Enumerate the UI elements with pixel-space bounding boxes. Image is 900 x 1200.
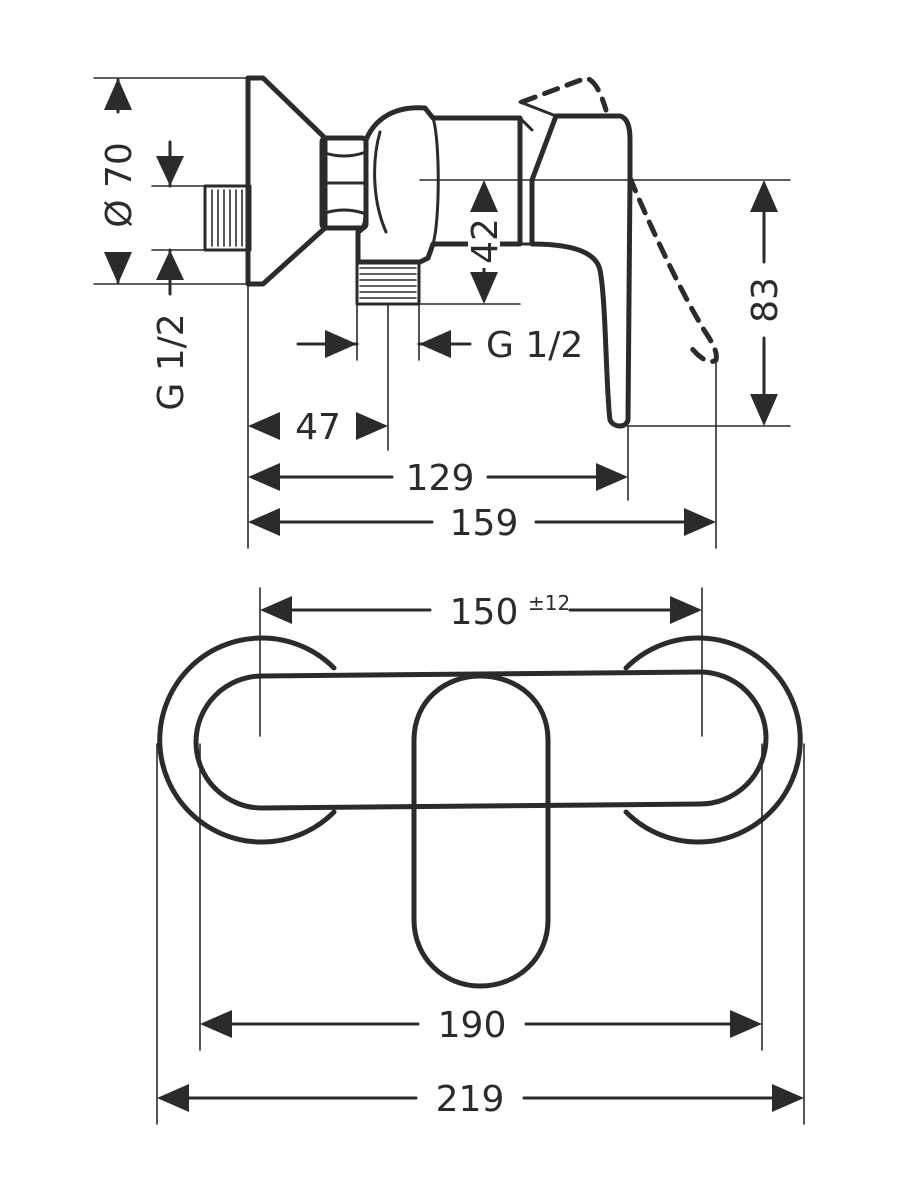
dim-83: 83	[745, 180, 786, 426]
front-view: 150 ±12 190 219	[156, 587, 805, 1125]
lever-raised-position	[519, 75, 609, 113]
mixer-body	[193, 669, 769, 811]
lever-swung-position	[627, 175, 719, 364]
dim-129-label: 129	[406, 458, 475, 499]
dim-190-label: 190	[438, 1005, 507, 1046]
side-view: Ø 70 G 1/2 42 83	[93, 75, 791, 549]
lever-handle	[529, 113, 633, 429]
dim-159-label: 159	[450, 503, 519, 544]
dim-thread-left: G 1/2	[151, 140, 192, 411]
dim-159: 159	[248, 503, 716, 544]
dim-47-label: 47	[295, 407, 341, 448]
lever-front	[411, 673, 551, 989]
dim-150-tolerance: ±12	[528, 591, 570, 615]
dim-diameter-label: Ø 70	[99, 142, 140, 228]
dim-42: 42	[465, 180, 506, 304]
dim-150: 150 ±12	[260, 591, 702, 633]
bottom-thread-connector	[355, 260, 421, 306]
dim-thread-left-label: G 1/2	[151, 313, 192, 410]
hex-nut	[319, 135, 369, 231]
dim-150-label: 150	[450, 592, 519, 633]
wall-escutcheon	[245, 75, 328, 287]
left-thread-connector	[203, 184, 252, 252]
dim-190: 190	[200, 1005, 762, 1046]
dim-219: 219	[157, 1079, 804, 1120]
right-rosette	[623, 635, 803, 845]
dim-219-label: 219	[436, 1079, 505, 1120]
left-rosette	[157, 635, 337, 845]
dim-diameter-70: Ø 70	[99, 78, 140, 284]
dim-83-label: 83	[745, 277, 786, 323]
dim-129: 129	[248, 458, 628, 499]
dim-42-label: 42	[465, 218, 506, 264]
dim-thread-bottom: G 1/2	[296, 325, 583, 366]
dim-47: 47	[248, 407, 388, 448]
dim-thread-bottom-label: G 1/2	[486, 325, 583, 366]
